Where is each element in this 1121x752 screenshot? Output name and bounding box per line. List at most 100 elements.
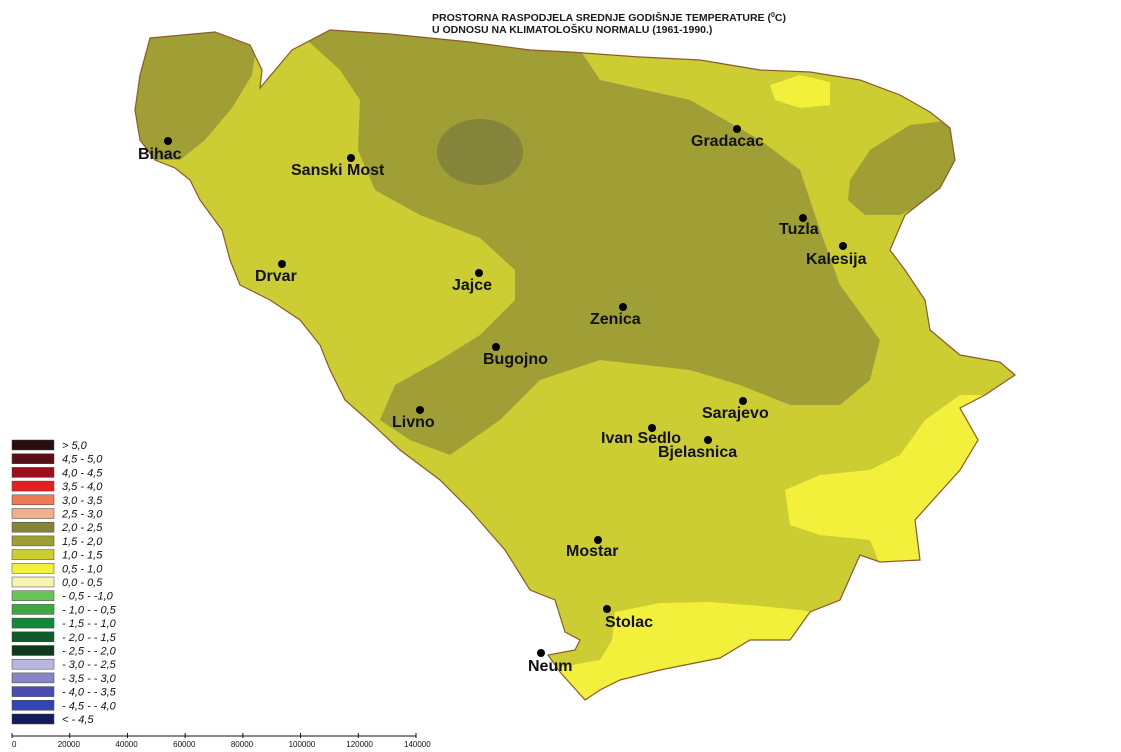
map-title-line2: U ODNOSU NA KLIMATOLOŠKU NORMALU (1961-1… [432, 23, 712, 36]
legend-label: 2,5 - 3,0 [61, 509, 103, 521]
city-kalesija: Kalesija [806, 242, 867, 268]
city-label: Jajce [452, 277, 492, 294]
city-sanski-most: Sanski Most [291, 154, 385, 179]
city-label: Ivan Sedlo [601, 430, 681, 447]
legend-swatch [11, 645, 55, 656]
legend-item: 4,0 - 4,5 [11, 467, 103, 479]
city-mostar: Mostar [566, 536, 618, 560]
scale-tick-label: 0 [12, 740, 17, 749]
legend-label: 1,0 - 1,5 [62, 550, 103, 562]
legend-item: - 2,5 - - 2,0 [11, 645, 117, 658]
city-drvar: Drvar [255, 260, 297, 285]
legend-swatch [11, 521, 55, 533]
city-label: Zenica [590, 311, 641, 328]
legend-label: - 0,5 - -1,0 [62, 591, 114, 603]
city-bjelasnica: Bjelasnica [658, 436, 737, 461]
zone-yellow-north [770, 75, 830, 108]
city-marker [799, 214, 807, 222]
legend-swatch [11, 672, 55, 684]
legend-item: 3,0 - 3,5 [11, 494, 103, 507]
legend-label: 3,0 - 3,5 [62, 495, 103, 507]
scale-tick-label: 60000 [173, 740, 196, 749]
legend-swatch [11, 576, 55, 588]
city-marker [739, 397, 747, 405]
city-marker [416, 406, 424, 414]
legend-label: - 4,5 - - 4,0 [62, 700, 117, 712]
legend-swatch [11, 480, 55, 492]
legend-label: - 1,5 - - 1,0 [62, 618, 117, 630]
city-marker [704, 436, 712, 444]
map-title: PROSTORNA RASPODJELA SREDNJE GODIŠNJE TE… [432, 11, 786, 36]
legend-label: 1,5 - 2,0 [62, 536, 103, 548]
city-marker [492, 343, 500, 351]
city-marker [648, 424, 656, 432]
map-title-line1: PROSTORNA RASPODJELA SREDNJE GODIŠNJE TE… [432, 11, 786, 24]
city-livno: Livno [392, 406, 435, 431]
city-label: Tuzla [779, 221, 819, 238]
city-label: Drvar [255, 268, 297, 285]
legend-item: - 2,0 - - 1,5 [11, 631, 117, 644]
city-gradacac: Gradacac [691, 125, 764, 150]
legend-item: - 1,0 - - 0,5 [11, 604, 117, 616]
legend-label: 3,5 - 4,0 [62, 481, 103, 493]
legend-swatch [11, 494, 55, 506]
city-label: Sarajevo [702, 405, 769, 422]
country-border [134, 29, 1016, 701]
city-label: Neum [528, 658, 572, 675]
legend-item: - 4,0 - - 3,5 [11, 686, 117, 699]
legend-swatch [11, 604, 55, 615]
city-marker [733, 125, 741, 133]
city-label: Sanski Most [291, 162, 385, 179]
legend-label: - 1,0 - - 0,5 [62, 604, 117, 616]
scale-tick-label: 140000 [404, 740, 431, 749]
city-marker [347, 154, 355, 162]
zone-olive-central [285, 30, 880, 455]
legend-label: 4,5 - 5,0 [62, 454, 103, 466]
city-marker [839, 242, 847, 250]
legend-label: - 3,0 - - 2,5 [62, 659, 117, 671]
legend-item: 0,5 - 1,0 [11, 563, 103, 575]
legend-swatch [11, 713, 55, 725]
legend-item: - 3,0 - - 2,5 [11, 658, 117, 671]
legend-label: - 4,0 - - 3,5 [62, 687, 117, 699]
legend-swatch [11, 700, 55, 711]
legend-item: 2,0 - 2,5 [11, 521, 103, 534]
legend-swatch [11, 508, 55, 519]
city-label: Bihac [138, 146, 182, 163]
legend-item: - 4,5 - - 4,0 [11, 700, 117, 712]
legend-label: 0,5 - 1,0 [62, 563, 103, 575]
legend-swatch [11, 563, 55, 574]
city-label: Livno [392, 414, 435, 431]
legend: > 5,04,5 - 5,04,0 - 4,53,5 - 4,03,0 - 3,… [11, 439, 117, 726]
city-marker [603, 605, 611, 613]
legend-label: - 3,5 - - 3,0 [62, 673, 117, 685]
legend-swatch [11, 658, 55, 670]
zone-olive-northeast [848, 120, 958, 215]
legend-swatch [11, 631, 55, 643]
city-label: Gradacac [691, 133, 764, 150]
city-marker [537, 649, 545, 657]
legend-swatch [11, 467, 55, 478]
legend-item: 1,5 - 2,0 [11, 535, 103, 548]
legend-item: - 3,5 - - 3,0 [11, 672, 117, 685]
city-bihac: Bihac [138, 137, 182, 163]
legend-item: < - 4,5 [11, 713, 94, 726]
city-stolac: Stolac [603, 605, 653, 631]
legend-swatch [11, 549, 55, 560]
legend-label: 4,0 - 4,5 [62, 467, 103, 479]
legend-item: 3,5 - 4,0 [11, 480, 103, 493]
scale-tick-label: 80000 [231, 740, 254, 749]
city-marker [278, 260, 286, 268]
city-tuzla: Tuzla [779, 214, 819, 238]
legend-label: - 2,0 - - 1,5 [62, 632, 117, 644]
city-marker [594, 536, 602, 544]
scale-tick-label: 40000 [115, 740, 138, 749]
scale-tick-label: 120000 [346, 740, 373, 749]
legend-swatch [11, 535, 55, 547]
legend-item: 0,0 - 0,5 [11, 576, 103, 589]
legend-item: 1,0 - 1,5 [11, 549, 103, 562]
legend-item: 2,5 - 3,0 [11, 508, 103, 521]
